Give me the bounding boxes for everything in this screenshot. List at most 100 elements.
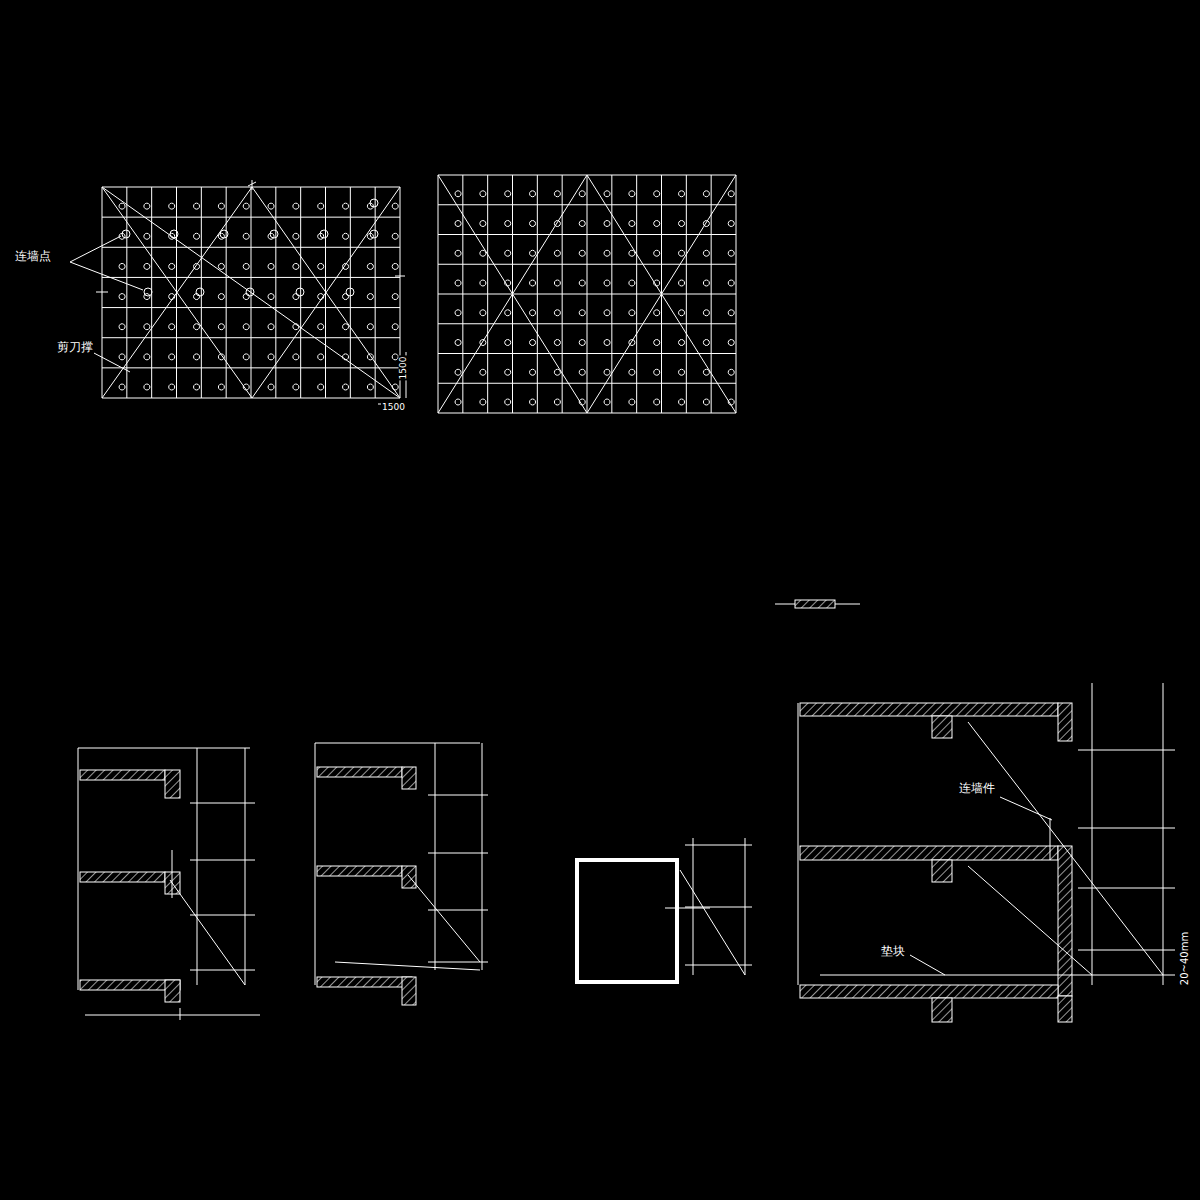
wall-tie-point — [144, 288, 152, 296]
concrete-slab — [80, 872, 165, 882]
scaffold-ledger — [1078, 950, 1175, 951]
coupler-symbol — [579, 310, 585, 316]
coupler-symbol — [119, 384, 125, 390]
wall-tie — [665, 908, 710, 909]
wall-tie — [172, 850, 173, 898]
drawing-line — [78, 748, 250, 749]
coupler-symbol — [243, 233, 249, 239]
concrete-slab — [800, 846, 1058, 860]
coupler-symbol — [480, 250, 486, 256]
coupler-symbol — [530, 250, 536, 256]
break-mark — [248, 182, 256, 186]
coupler-symbol — [480, 310, 486, 316]
concrete-slab — [1058, 846, 1072, 996]
coupler-symbol — [604, 310, 610, 316]
coupler-symbol — [268, 384, 274, 390]
coupler-symbol — [728, 191, 734, 197]
leader-line — [1000, 797, 1052, 820]
leader-line — [70, 236, 121, 262]
coupler-symbol — [119, 324, 125, 330]
drawing-line — [315, 743, 316, 985]
coupler-symbol — [728, 310, 734, 316]
wall-tie — [968, 866, 1092, 975]
scaffold-ledger — [102, 307, 400, 308]
coupler-symbol — [604, 369, 610, 375]
scissor-brace — [587, 175, 736, 413]
scissor-brace — [438, 175, 587, 413]
coupler-symbol — [119, 263, 125, 269]
coupler-symbol — [455, 369, 461, 375]
coupler-symbol — [392, 354, 398, 360]
scaffold-ledger — [438, 294, 736, 295]
scaffold-pole — [435, 743, 436, 970]
coupler-symbol — [218, 294, 224, 300]
coupler-symbol — [218, 324, 224, 330]
coupler-symbol — [604, 191, 610, 197]
wall-tie-point — [220, 230, 228, 238]
scaffold-ledger — [102, 187, 400, 188]
concrete-slab — [932, 998, 952, 1022]
coupler-symbol — [318, 203, 324, 209]
wall-tie — [1050, 818, 1051, 860]
drawing-line — [78, 748, 79, 990]
coupler-symbol — [218, 263, 224, 269]
wall-tie-point — [270, 230, 278, 238]
coupler-symbol — [629, 191, 635, 197]
coupler-symbol — [367, 324, 373, 330]
concrete-slab — [1058, 996, 1072, 1022]
scissor-brace — [587, 175, 736, 413]
scissor-brace — [102, 187, 252, 398]
scaffold-ledger — [685, 845, 752, 846]
coupler-symbol — [554, 399, 560, 405]
scaffold-pole — [226, 187, 227, 398]
coupler-symbol — [530, 191, 536, 197]
wall-tie — [170, 880, 245, 985]
coupler-symbol — [194, 384, 200, 390]
coupler-symbol — [455, 250, 461, 256]
scaffold-ledger — [102, 337, 400, 338]
coupler-symbol — [654, 250, 660, 256]
coupler-symbol — [243, 324, 249, 330]
concrete-slab — [1058, 703, 1072, 741]
coupler-symbol — [343, 203, 349, 209]
wall-tie-point — [370, 199, 378, 207]
coupler-symbol — [392, 294, 398, 300]
coupler-symbol — [554, 191, 560, 197]
coupler-symbol — [218, 203, 224, 209]
scaffold-ledger — [438, 323, 736, 324]
coupler-symbol — [654, 221, 660, 227]
coupler-symbol — [654, 191, 660, 197]
coupler-symbol — [505, 191, 511, 197]
scaffold-ledger — [1078, 828, 1175, 829]
concrete-slab — [317, 767, 402, 777]
coupler-symbol — [243, 263, 249, 269]
drawing-line — [798, 703, 799, 985]
coupler-symbol — [480, 399, 486, 405]
coupler-symbol — [654, 369, 660, 375]
scaffold-ledger — [1078, 888, 1175, 889]
scaffold-pole — [375, 187, 376, 398]
leader-line — [910, 955, 945, 975]
concrete-slab — [932, 860, 952, 882]
scaffold-ledger — [685, 907, 752, 908]
coupler-symbol — [679, 399, 685, 405]
scaffold-ledger — [102, 398, 400, 399]
scissor-brace — [102, 187, 252, 398]
coupler-symbol — [728, 340, 734, 346]
coupler-symbol — [703, 280, 709, 286]
scaffold-pole — [482, 743, 483, 970]
coupler-symbol — [679, 340, 685, 346]
coupler-symbol — [554, 250, 560, 256]
coupler-symbol — [505, 399, 511, 405]
coupler-symbol — [505, 310, 511, 316]
coupler-symbol — [392, 324, 398, 330]
coupler-symbol — [243, 354, 249, 360]
coupler-symbol — [654, 340, 660, 346]
wall-outline — [577, 860, 677, 982]
coupler-symbol — [194, 233, 200, 239]
scissor-brace — [438, 175, 587, 413]
coupler-symbol — [318, 384, 324, 390]
coupler-symbol — [629, 221, 635, 227]
coupler-symbol — [392, 384, 398, 390]
coupler-symbol — [554, 369, 560, 375]
